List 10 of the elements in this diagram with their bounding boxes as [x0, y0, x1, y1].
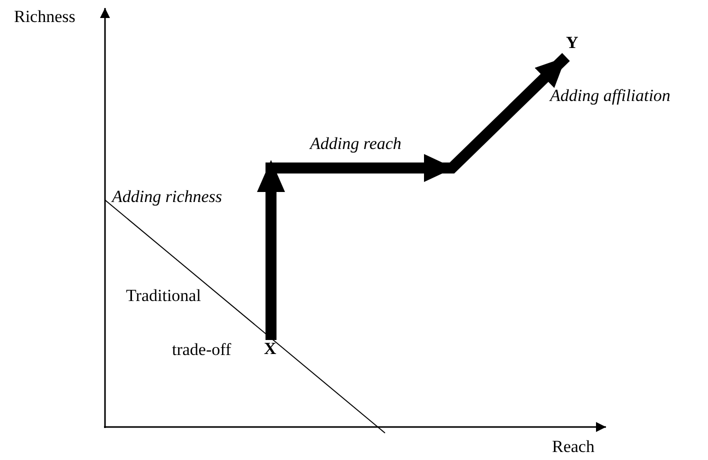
point-label: X: [264, 340, 276, 357]
line-label: Traditional: [126, 287, 201, 304]
step-label: Adding affiliation: [550, 87, 670, 104]
step-label: Adding reach: [310, 135, 402, 152]
step-label: Adding richness: [112, 188, 222, 205]
thick-arrow: [257, 53, 570, 340]
axis-label: Richness: [14, 8, 76, 25]
axis-label: Reach: [552, 438, 594, 455]
line-label: trade-off: [172, 341, 232, 358]
point-label: Y: [566, 34, 578, 51]
